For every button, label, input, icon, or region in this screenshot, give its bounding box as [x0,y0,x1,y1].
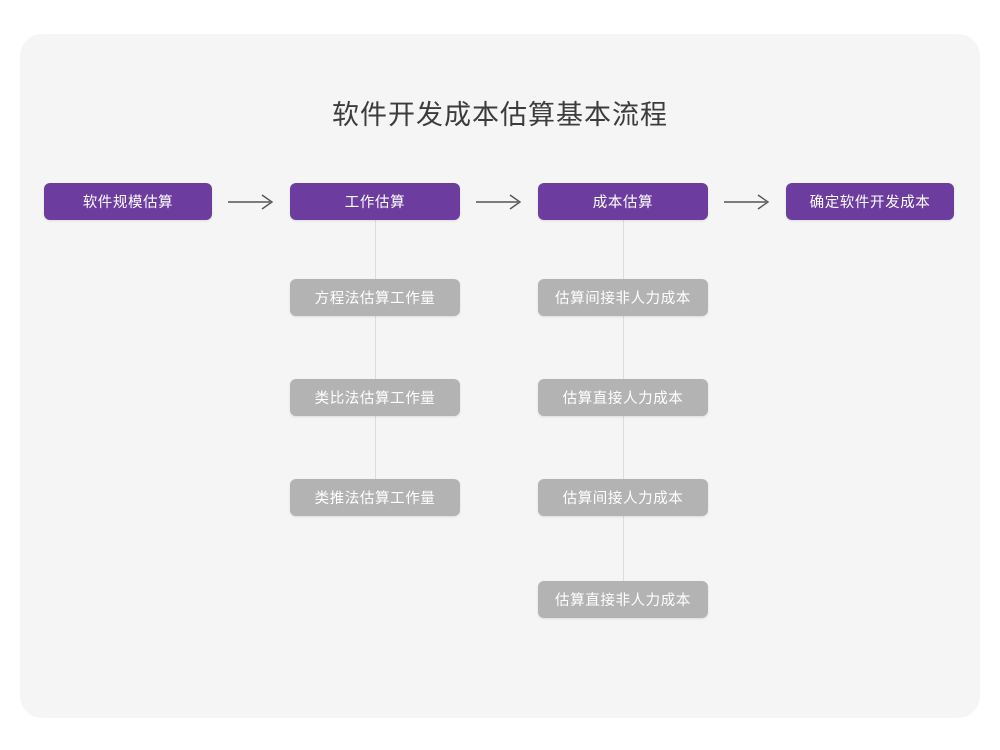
stage-node-2-label: 工作估算 [344,195,406,211]
sub-node-3-2[interactable]: 估算直接人力成本 [538,379,708,416]
diagram-card [20,34,980,718]
stage-node-1-label: 软件规模估算 [82,195,174,211]
sub-node-2-1-label: 方程法估算工作量 [314,291,436,307]
sub-node-2-1[interactable]: 方程法估算工作量 [290,279,460,316]
sub-node-3-3-label: 估算间接人力成本 [562,491,684,507]
sub-node-3-1-label: 估算间接非人力成本 [555,291,691,307]
sub-node-2-3-label: 类推法估算工作量 [314,491,436,507]
sub-node-2-3[interactable]: 类推法估算工作量 [290,479,460,516]
sub-node-3-1[interactable]: 估算间接非人力成本 [538,279,708,316]
stage-node-2[interactable]: 工作估算 [290,183,460,220]
stage-node-1[interactable]: 软件规模估算 [44,183,212,220]
sub-node-3-4-label: 估算直接非人力成本 [555,593,691,609]
arrow-3-icon [724,192,772,212]
arrow-2-icon [476,192,524,212]
sub-node-3-4[interactable]: 估算直接非人力成本 [538,581,708,618]
stage-node-4-label: 确定软件开发成本 [809,195,931,211]
sub-node-2-2[interactable]: 类比法估算工作量 [290,379,460,416]
page-title: 软件开发成本估算基本流程 [332,100,668,130]
sub-node-3-2-label: 估算直接人力成本 [562,391,684,407]
connector-line-stage-2 [375,219,376,499]
arrow-1-icon [228,192,276,212]
sub-node-2-2-label: 类比法估算工作量 [314,391,436,407]
stage-node-3[interactable]: 成本估算 [538,183,708,220]
stage-node-4[interactable]: 确定软件开发成本 [786,183,954,220]
stage-node-3-label: 成本估算 [592,195,654,211]
sub-node-3-3[interactable]: 估算间接人力成本 [538,479,708,516]
